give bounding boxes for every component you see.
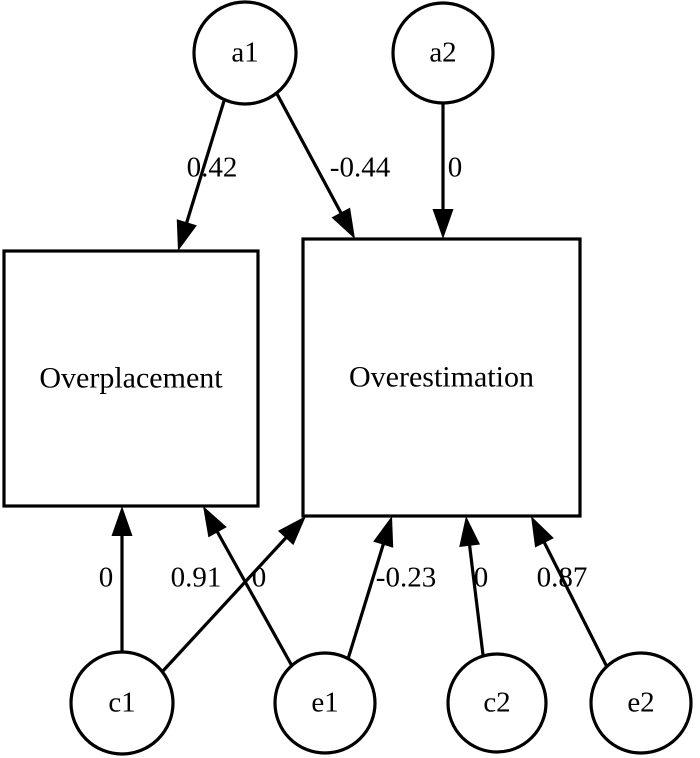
node-label-c1: c1 <box>108 687 135 719</box>
arrow-head-a2-overestimation <box>432 209 454 239</box>
edge-c1-overestimation <box>160 516 306 674</box>
node-circle-c1[interactable] <box>69 650 175 756</box>
node-label-overplacement: Overplacement <box>39 361 223 394</box>
node-box-overestimation[interactable] <box>301 237 582 518</box>
arrow-head-c1-overestimation <box>277 516 306 546</box>
edge-c2-overestimation <box>459 516 485 656</box>
observed-node-overestimation[interactable]: Overestimation <box>301 237 582 518</box>
node-circle-e2[interactable] <box>589 651 693 755</box>
edge-label-c2-overestimation: 0 <box>474 562 489 594</box>
edge-line-e1-overestimation <box>346 540 386 660</box>
arrow-head-a1-overplacement <box>176 219 197 251</box>
edge-label-c1-overplacement: 0 <box>99 562 114 594</box>
edge-line-c1-overestimation <box>160 534 290 674</box>
edges-layer <box>111 91 609 674</box>
arrow-head-c2-overestimation <box>459 516 481 548</box>
observed-variables-layer: Overplacement Overestimation <box>2 237 582 518</box>
arrow-head-c1-overplacement <box>111 506 133 536</box>
latent-node-e2[interactable]: e2 <box>589 651 693 755</box>
edge-line-e2-overestimation <box>541 538 609 668</box>
latent-node-e1[interactable]: e1 <box>273 651 377 755</box>
edge-label-c1-overestimation: 0.91 <box>171 562 222 594</box>
edge-labels-layer: 0.42 -0.44 0 0 0.91 0 -0.23 0 0.87 <box>99 152 588 594</box>
edge-e1-overestimation <box>346 516 394 660</box>
node-circle-c2[interactable] <box>446 652 548 754</box>
node-label-e2: e2 <box>627 687 654 719</box>
node-label-a2: a2 <box>429 37 456 69</box>
latent-node-c2[interactable]: c2 <box>446 652 548 754</box>
edge-c1-overplacement <box>111 506 133 652</box>
node-label-a1: a1 <box>231 37 258 69</box>
node-box-overplacement[interactable] <box>2 249 260 508</box>
observed-node-overplacement[interactable]: Overplacement <box>2 249 260 508</box>
node-circle-a1[interactable] <box>192 0 298 106</box>
node-label-e1: e1 <box>311 687 338 719</box>
arrow-head-a1-overestimation <box>331 207 355 239</box>
edge-label-a2-overestimation: 0 <box>448 152 463 184</box>
latent-node-c1[interactable]: c1 <box>69 650 175 756</box>
latent-node-a1[interactable]: a1 <box>192 0 298 106</box>
edge-label-e1-overestimation: -0.23 <box>376 562 436 594</box>
edge-a1-overplacement <box>176 100 226 251</box>
edge-label-a1-overestimation: -0.44 <box>330 152 391 184</box>
edge-e1-overplacement <box>203 506 294 667</box>
edge-a1-overestimation <box>274 91 355 239</box>
edge-line-a1-overestimation <box>274 91 345 217</box>
edge-e2-overestimation <box>531 516 609 668</box>
arrow-head-e1-overestimation <box>373 516 394 548</box>
latent-node-a2[interactable]: a2 <box>391 1 495 105</box>
node-circle-a2[interactable] <box>391 1 495 105</box>
latent-variables-layer: a1 a2 c1 e1 c2 e2 <box>69 0 693 756</box>
edge-line-c2-overestimation <box>467 541 485 656</box>
edge-label-a1-overplacement: 0.42 <box>187 152 238 184</box>
edge-label-e1-overplacement: 0 <box>252 562 267 594</box>
edge-line-e1-overplacement <box>214 527 294 667</box>
arrow-head-e2-overestimation <box>531 516 554 548</box>
edge-a2-overestimation <box>432 103 454 239</box>
edge-label-e2-overestimation: 0.87 <box>537 562 588 594</box>
arrow-head-e1-overplacement <box>203 506 227 538</box>
node-label-overestimation: Overestimation <box>349 360 534 393</box>
edge-line-a1-overplacement <box>184 100 226 227</box>
node-label-c2: c2 <box>483 687 510 719</box>
node-circle-e1[interactable] <box>273 651 377 755</box>
